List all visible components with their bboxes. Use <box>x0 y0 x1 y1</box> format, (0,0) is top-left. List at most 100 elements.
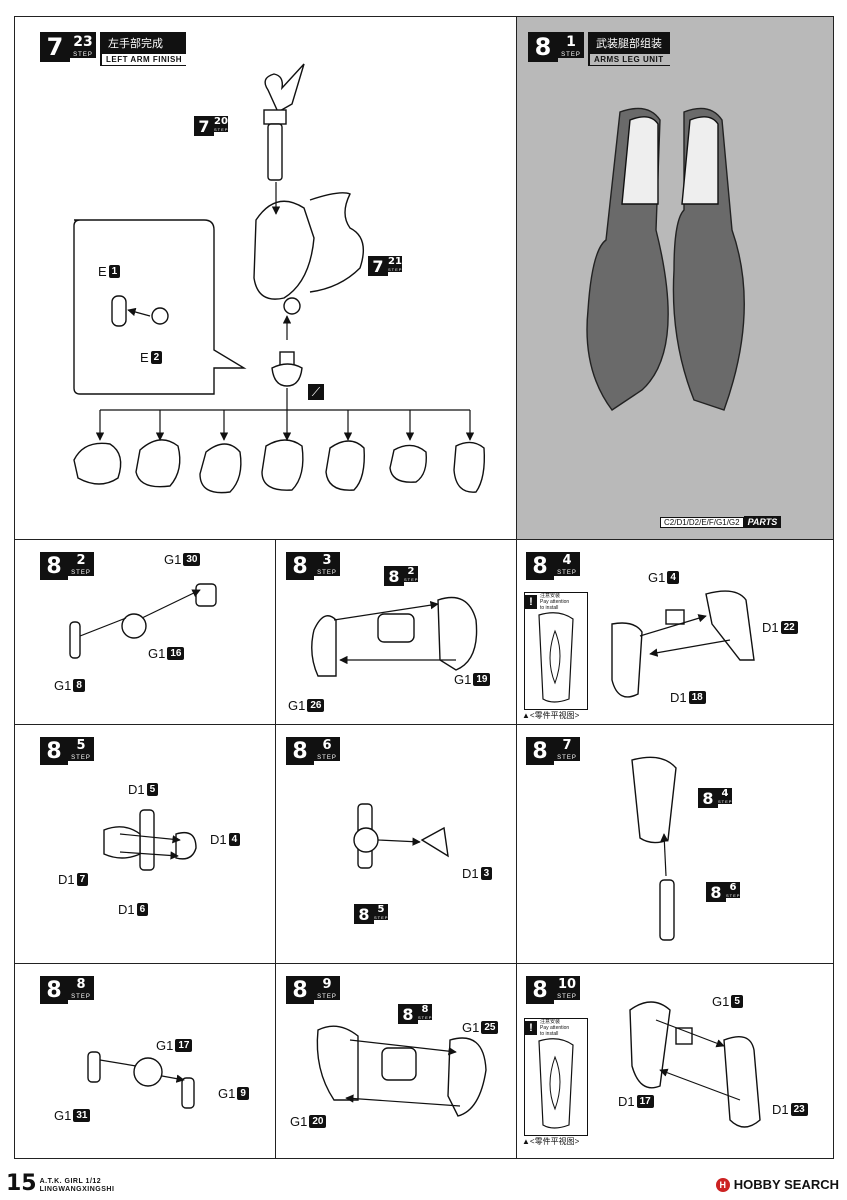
step-title-en: ARMS LEG UNIT <box>588 54 670 66</box>
note-caption: ▲<零件平视图> <box>522 711 580 720</box>
ref-major: 7 <box>194 116 214 136</box>
part-letter: E <box>140 350 149 365</box>
watermark-text: HOBBY SEARCH <box>733 1177 839 1192</box>
part-number: 30 <box>183 553 201 566</box>
step-header-8-1: 8 1 STEP 武装腿部组装 ARMS LEG UNIT <box>528 32 670 66</box>
part-letter: G1 <box>288 698 306 713</box>
note-line-cn: 注意安装 <box>540 593 561 599</box>
ref-major: 8 <box>698 788 718 808</box>
hand-swap-icon: ⟋ <box>308 384 324 400</box>
gauntlet-part <box>253 200 315 300</box>
note-line-en2: to install <box>540 605 559 611</box>
note-line-en2: to install <box>540 1031 559 1037</box>
part-number: 26 <box>307 699 325 712</box>
step-major-number: 8 <box>286 737 314 765</box>
ref-major: 7 <box>368 256 388 276</box>
part-number: 23 <box>790 1103 808 1116</box>
step-label: STEP <box>554 994 580 1000</box>
part-number: 2 <box>150 351 163 364</box>
part-letter: G1 <box>164 552 182 567</box>
part-letter: E <box>98 264 107 279</box>
arm-joint-part <box>263 109 287 125</box>
ref-step-label: STEP <box>718 799 733 804</box>
step-major-number: 8 <box>286 552 314 580</box>
part-number: 18 <box>688 691 706 704</box>
part-letter: G1 <box>712 994 730 1009</box>
part-letter: G1 <box>148 646 166 661</box>
step-major-number: 8 <box>286 976 314 1004</box>
step-minor-number: 1 <box>558 32 584 52</box>
part-side-view <box>538 1038 574 1129</box>
part-letter: G1 <box>462 1020 480 1035</box>
part-letter: G1 <box>454 672 472 687</box>
part-letter: D1 <box>58 872 75 887</box>
step-major-number: 8 <box>528 32 558 62</box>
part-number: 16 <box>167 647 185 660</box>
ref-minor: 4 <box>718 788 732 799</box>
step-minor-number: 10 <box>554 976 580 994</box>
part-number: 7 <box>76 873 89 886</box>
part-number: 17 <box>175 1039 193 1052</box>
arm-shaft-part <box>267 123 283 181</box>
step-title-en: LEFT ARM FINISH <box>100 54 187 66</box>
step-major-number: 8 <box>526 737 554 765</box>
part-letter: D1 <box>618 1094 635 1109</box>
part-number: 5 <box>146 783 159 796</box>
part-number: 3 <box>480 867 493 880</box>
step-minor-number: 5 <box>68 737 94 755</box>
step-minor-number: 7 <box>554 737 580 755</box>
step-title-cn: 武装腿部组装 <box>588 32 670 54</box>
step-label: STEP <box>314 994 340 1000</box>
ref-minor: 20 <box>214 116 228 127</box>
part-letter: D1 <box>128 782 145 797</box>
parts-list: C2/D1/D2/E/F/G1/G2 <box>660 516 744 528</box>
part-number: 22 <box>780 621 798 634</box>
part-number: 9 <box>237 1087 249 1100</box>
step-label: STEP <box>554 755 580 761</box>
ref-minor: 5 <box>374 904 388 915</box>
part-number: 20 <box>309 1115 327 1128</box>
parts-list-tag: C2/D1/D2/E/F/G1/G2 PARTS <box>660 516 782 528</box>
part-letter: D1 <box>670 690 687 705</box>
step-minor-number: 6 <box>314 737 340 755</box>
part-letter: G1 <box>648 570 666 585</box>
ref-step-label: STEP <box>404 577 419 582</box>
ref-minor: 2 <box>404 566 418 577</box>
brand-line-1: A.T.K. GIRL 1/12 <box>39 1178 102 1185</box>
part-letter: G1 <box>218 1086 236 1101</box>
ref-step-label: STEP <box>214 127 229 132</box>
step-title-cn: 左手部完成 <box>100 32 187 54</box>
part-letter: D1 <box>210 832 227 847</box>
part-number: 31 <box>73 1109 91 1122</box>
step-label: STEP <box>68 755 94 761</box>
step-major-number: 8 <box>526 552 554 580</box>
step-major-number: 8 <box>40 976 68 1004</box>
